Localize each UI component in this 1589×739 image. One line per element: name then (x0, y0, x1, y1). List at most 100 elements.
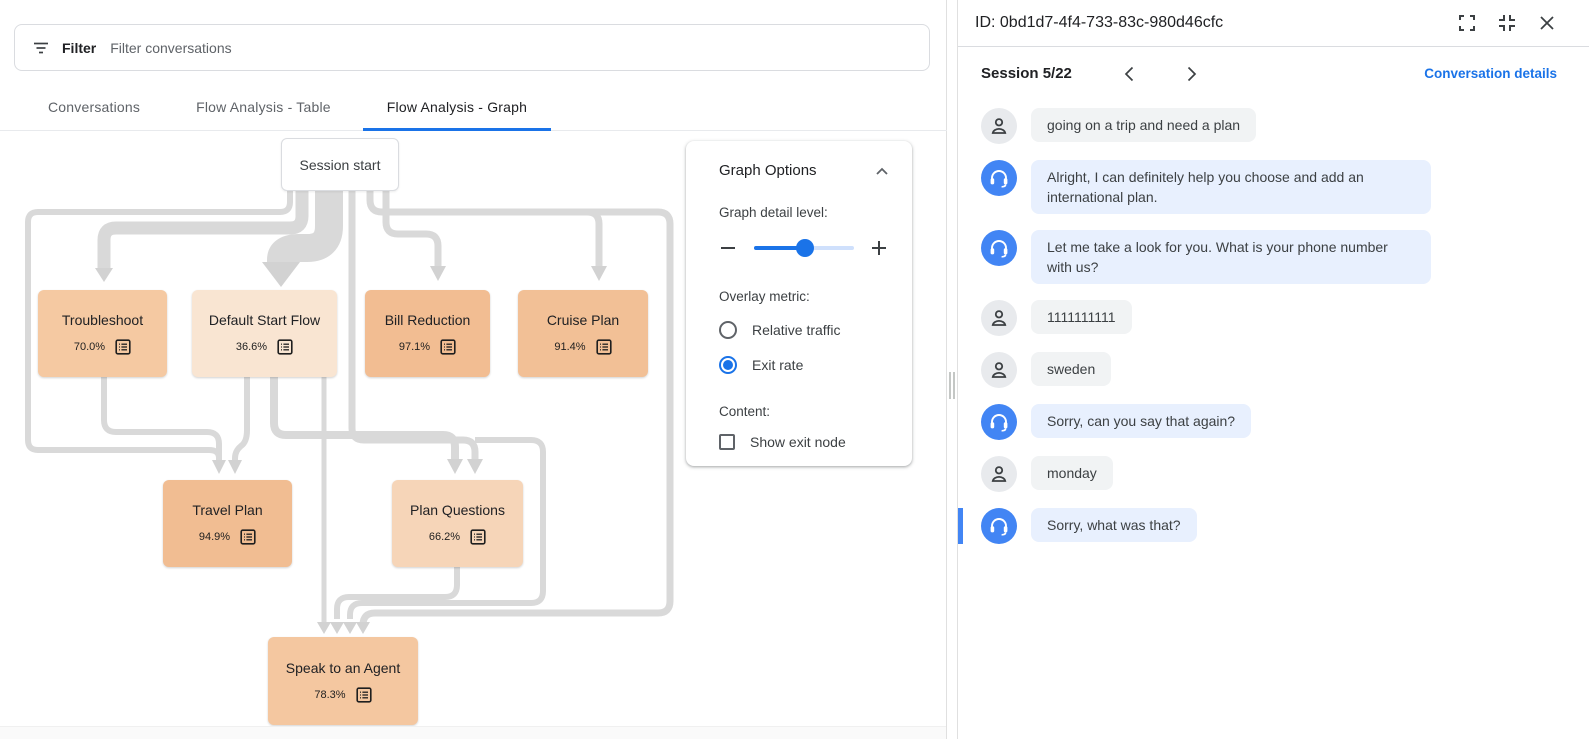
tab-conversations[interactable]: Conversations (24, 85, 164, 131)
close-icon[interactable] (1537, 13, 1557, 33)
zoom-out-minus-icon[interactable] (719, 239, 737, 257)
fullscreen-icon[interactable] (1457, 13, 1477, 33)
flow-analysis-panel: Filter Filter conversations Conversation… (0, 0, 947, 739)
bot-message-row[interactable]: Let me take a look for you. What is your… (958, 230, 1589, 284)
flow-node-title: Bill Reduction (384, 312, 471, 328)
flow-node-exit-rate: 66.2% (428, 531, 461, 543)
overlay-metric-label: Overlay metric: (719, 289, 810, 304)
avatar (981, 160, 1017, 196)
tab-flow-analysis-graph[interactable]: Flow Analysis - Graph (362, 85, 552, 131)
bot-message-row[interactable]: Alright, I can definitely help you choos… (958, 160, 1589, 214)
message-bubble[interactable]: sweden (1031, 352, 1112, 386)
flow-node-bill-reduction[interactable]: Bill Reduction 97.1% (365, 290, 490, 377)
content-label: Content: (719, 404, 771, 419)
user-message-row[interactable]: monday (958, 456, 1589, 492)
headset-icon (990, 518, 1008, 536)
transcript-list-icon[interactable] (115, 339, 131, 355)
bot-message-row[interactable]: Sorry, can you say that again? (958, 404, 1589, 440)
filter-label: Filter (62, 39, 97, 56)
graph-detail-label: Graph detail level: (719, 205, 828, 220)
avatar (981, 352, 1017, 388)
tab-flow-analysis-table[interactable]: Flow Analysis - Table (172, 85, 355, 131)
flow-node-cruise-plan[interactable]: Cruise Plan 91.4% (518, 290, 648, 377)
filter-icon (34, 42, 48, 53)
flow-node-title: Travel Plan (192, 502, 263, 518)
transcript-list-icon[interactable] (595, 339, 612, 355)
transcript-message-list: going on a trip and need a plan Alright,… (958, 100, 1589, 544)
zoom-in-plus-icon[interactable] (870, 239, 888, 257)
message-bubble[interactable]: going on a trip and need a plan (1031, 108, 1257, 142)
flow-node-troubleshoot[interactable]: Troubleshoot 70.0% (38, 290, 167, 377)
transcript-list-icon[interactable] (440, 339, 456, 355)
flow-node-title: Speak to an Agent (285, 659, 401, 676)
flow-graph-canvas[interactable]: Session start Troubleshoot 70.0% Def (0, 0, 947, 739)
graph-detail-slider[interactable] (754, 239, 854, 257)
radio-icon[interactable] (719, 321, 737, 339)
avatar (981, 300, 1017, 336)
headset-icon (990, 170, 1008, 188)
radio-relative-traffic[interactable]: Relative traffic (719, 321, 888, 339)
message-bubble[interactable]: 1111111111 (1031, 300, 1132, 334)
radio-icon-selected[interactable] (719, 356, 737, 374)
transcript-list-icon[interactable] (240, 529, 256, 545)
avatar (981, 404, 1017, 440)
checkbox-icon[interactable] (719, 434, 735, 450)
radio-exit-rate[interactable]: Exit rate (719, 356, 888, 374)
avatar (981, 230, 1017, 266)
person-icon (991, 310, 1007, 326)
exit-fullscreen-icon[interactable] (1497, 13, 1517, 33)
person-icon (991, 362, 1007, 378)
slider-fill (754, 246, 805, 250)
slider-knob[interactable] (796, 239, 814, 257)
message-bubble[interactable]: Sorry, what was that? (1031, 508, 1197, 542)
tab-label: Flow Analysis - Graph (386, 99, 528, 115)
flow-node-travel-plan[interactable]: Travel Plan 94.9% (163, 480, 292, 567)
headset-icon (990, 414, 1008, 432)
message-bubble[interactable]: Let me take a look for you. What is your… (1031, 230, 1431, 284)
flow-node-title: Cruise Plan (546, 312, 620, 328)
avatar (981, 108, 1017, 144)
conversation-id-title: ID: 0bd1d7-4f4-733-83c-980d46cfc (975, 14, 1224, 31)
flow-node-exit-rate: 78.3% (314, 688, 346, 701)
graph-options-title: Graph Options (719, 162, 817, 179)
details-header: ID: 0bd1d7-4f4-733-83c-980d46cfc (958, 0, 1589, 47)
checkbox-show-exit-node[interactable]: Show exit node (719, 434, 888, 450)
conversation-details-link[interactable]: Conversation details (1424, 66, 1557, 81)
avatar (981, 456, 1017, 492)
conversation-details-panel: ID: 0bd1d7-4f4-733-83c-980d46cfc Session… (957, 0, 1589, 739)
person-icon (991, 118, 1007, 134)
flow-node-title: Troubleshoot (61, 312, 144, 328)
node-session-start-label: Session start (299, 156, 381, 173)
filter-input-placeholder[interactable]: Filter conversations (110, 39, 232, 56)
panel-resize-handle[interactable] (948, 372, 956, 399)
flow-node-default-start-flow[interactable]: Default Start Flow 36.6% (192, 290, 337, 377)
bot-message-row[interactable]: Sorry, what was that? (958, 508, 1589, 544)
node-session-start[interactable]: Session start (281, 138, 399, 191)
transcript-list-icon[interactable] (355, 686, 372, 703)
session-counter: Session 5/22 (981, 65, 1072, 82)
horizontal-scrollbar[interactable] (0, 726, 946, 739)
next-session-chevron-icon[interactable] (1180, 62, 1204, 86)
user-message-row[interactable]: 1111111111 (958, 300, 1589, 336)
transcript-list-icon[interactable] (470, 529, 486, 545)
message-bubble[interactable]: Alright, I can definitely help you choos… (1031, 160, 1431, 214)
filter-bar[interactable]: Filter Filter conversations (14, 24, 930, 71)
message-bubble[interactable]: monday (1031, 456, 1113, 490)
flow-node-exit-rate: 36.6% (235, 341, 268, 353)
flow-node-plan-questions[interactable]: Plan Questions 66.2% (392, 480, 523, 567)
flow-node-exit-rate: 91.4% (554, 341, 586, 353)
message-highlight-bar (958, 508, 963, 544)
tab-label: Conversations (48, 99, 141, 115)
previous-session-chevron-icon[interactable] (1117, 62, 1141, 86)
user-message-row[interactable]: going on a trip and need a plan (958, 108, 1589, 144)
tab-bar: Conversations Flow Analysis - Table Flow… (0, 85, 947, 131)
flow-node-speak-to-agent[interactable]: Speak to an Agent 78.3% (268, 637, 418, 725)
graph-detail-slider-row (719, 239, 888, 257)
collapse-chevron-icon[interactable] (876, 167, 888, 175)
tab-label: Flow Analysis - Table (196, 99, 331, 115)
message-bubble[interactable]: Sorry, can you say that again? (1031, 404, 1252, 438)
user-message-row[interactable]: sweden (958, 352, 1589, 388)
graph-options-panel: Graph Options Graph detail level: (686, 141, 912, 466)
transcript-list-icon[interactable] (277, 339, 293, 355)
flow-node-title: Default Start Flow (208, 312, 321, 328)
